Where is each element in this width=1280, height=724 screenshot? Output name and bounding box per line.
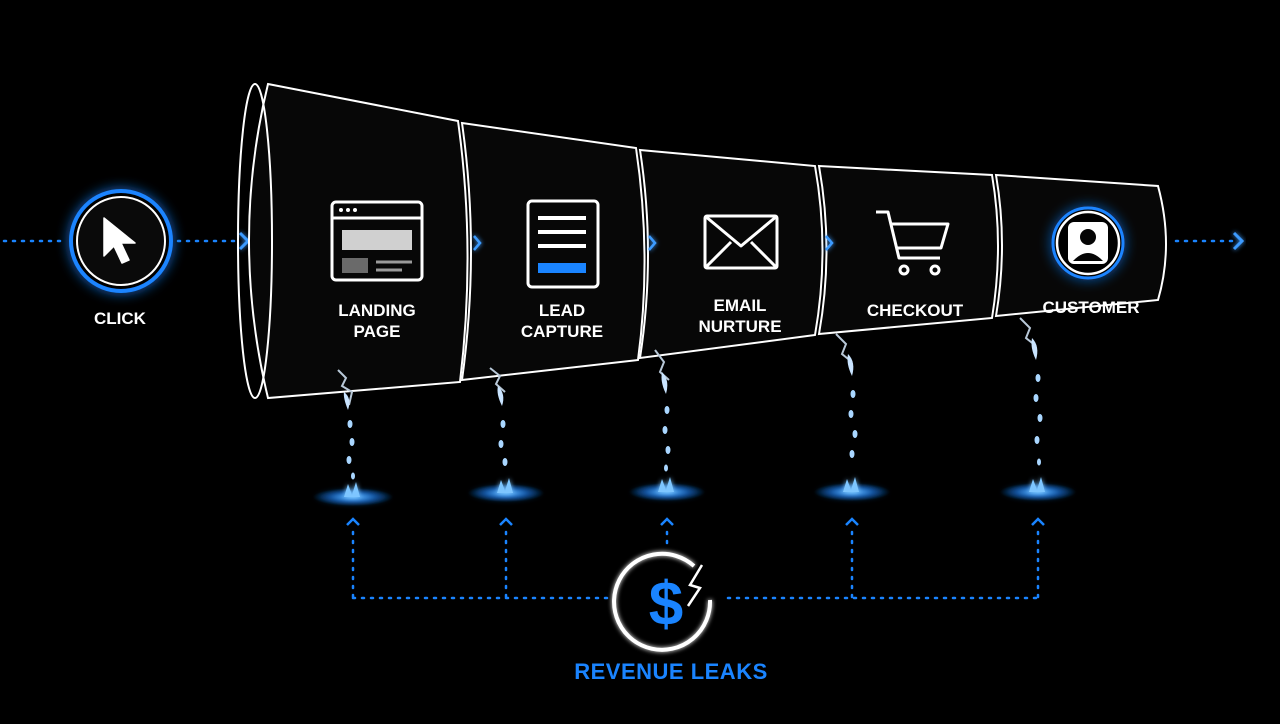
stage-2-label-line2: CAPTURE — [521, 322, 603, 341]
funnel — [237, 82, 1167, 400]
leak-3 — [629, 349, 705, 501]
stage-5-label: CUSTOMER — [1043, 298, 1140, 317]
click-label: CLICK — [94, 309, 147, 328]
leak-5 — [1000, 317, 1076, 501]
leak-1 — [313, 369, 393, 506]
browser-window-icon — [330, 200, 424, 282]
stage-4-label: CHECKOUT — [867, 301, 964, 320]
leak-collector-lines — [346, 517, 1045, 600]
revenue-leaks-label: REVENUE LEAKS — [574, 659, 768, 684]
form-document-icon — [526, 199, 600, 289]
envelope-icon — [703, 214, 779, 270]
stage-2-label-line1: LEAD — [539, 301, 585, 320]
stage-1-label-line1: LANDING — [338, 301, 415, 320]
funnel-segment-3 — [638, 148, 824, 360]
stage-connectors — [473, 235, 834, 251]
user-avatar-icon — [1051, 206, 1125, 280]
stage-1-label-line2: PAGE — [354, 322, 401, 341]
stage-3-label-line1: EMAIL — [714, 296, 767, 315]
stage-3-label-line2: NURTURE — [698, 317, 781, 336]
stage-labels: LANDING PAGE LEAD CAPTURE EMAIL NURTURE … — [338, 296, 1139, 341]
cursor-icon — [103, 217, 136, 264]
funnel-segment-4 — [817, 164, 999, 336]
click-node — [69, 189, 173, 293]
leak-4 — [814, 333, 890, 501]
output-flow-arrow — [1174, 231, 1245, 251]
leak-2 — [468, 367, 544, 502]
broken-dollar-icon: $ — [612, 551, 713, 652]
leak-drips — [313, 317, 1076, 506]
svg-text:$: $ — [649, 570, 683, 639]
funnel-segment-2 — [460, 121, 646, 382]
funnel-mouth — [237, 83, 273, 399]
shopping-cart-icon — [876, 210, 950, 276]
